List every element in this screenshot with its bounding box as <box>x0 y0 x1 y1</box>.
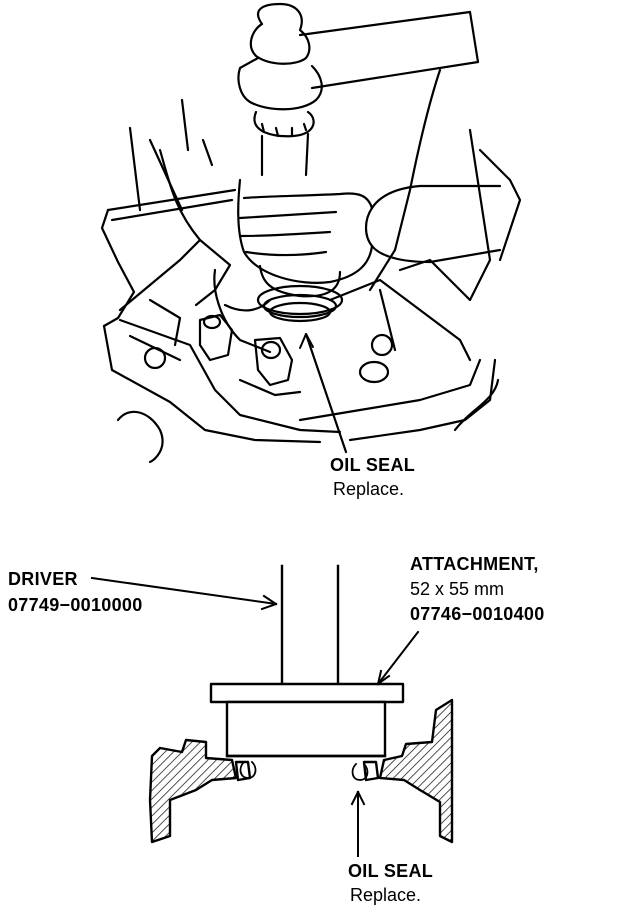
oil-seal-label-top: OIL SEAL <box>330 455 416 475</box>
oil-seal-note-bottom: Replace. <box>350 885 422 905</box>
attachment-part-number: 07746−0010400 <box>410 604 545 624</box>
oil-seal-bottom <box>239 760 369 781</box>
housing-right <box>362 698 454 844</box>
driver-part-number: 07749−0010000 <box>8 595 143 615</box>
top-illustration <box>100 2 522 464</box>
attachment-tool <box>209 682 405 758</box>
oil-seal-leader-top <box>299 332 348 454</box>
housing-left <box>148 738 252 844</box>
attachment-label: ATTACHMENT, <box>410 554 539 574</box>
oil-seal-note-top: Replace. <box>333 479 405 499</box>
interior-components <box>198 268 302 397</box>
hammer <box>237 2 480 177</box>
attachment-size: 52 x 55 mm <box>410 579 505 599</box>
leader-lines-bottom <box>90 576 420 857</box>
case-housing-right <box>298 68 522 442</box>
driver-label: DRIVER <box>8 569 78 589</box>
hand-and-arm <box>237 178 502 298</box>
case-housing-left <box>100 98 342 464</box>
driver-shaft <box>280 564 340 686</box>
oil-seal-label-bottom: OIL SEAL <box>348 861 434 881</box>
